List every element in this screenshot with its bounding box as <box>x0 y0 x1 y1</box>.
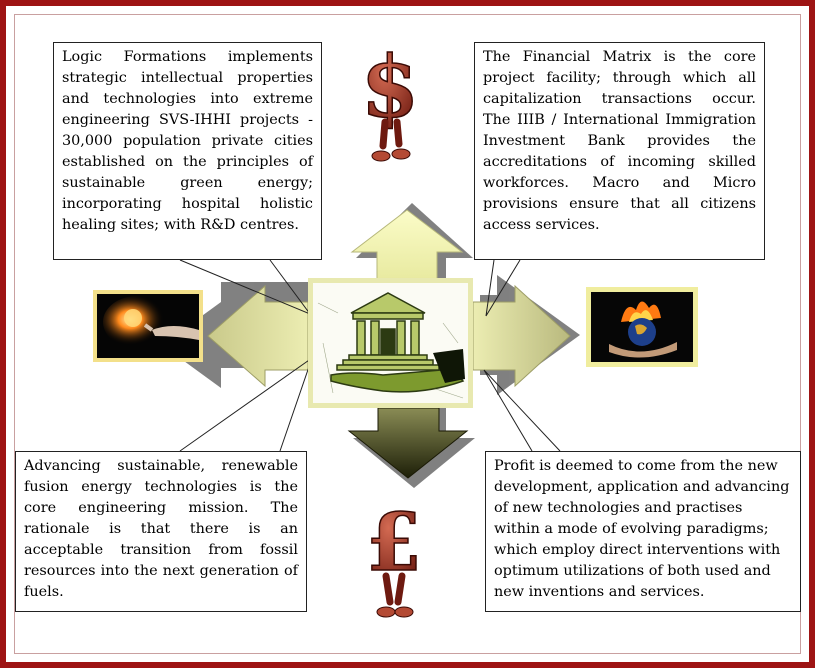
svg-text:$: $ <box>361 38 419 136</box>
pound-figure-icon: £ <box>365 494 423 618</box>
lightbulb-hand-icon <box>93 290 203 362</box>
arrow-down <box>347 407 469 479</box>
bank-hand-icon <box>308 278 473 408</box>
burning-globe-icon <box>586 287 698 367</box>
callout-top-left: Logic Formations implements strategic in… <box>53 42 322 260</box>
svg-text:£: £ <box>366 495 422 589</box>
callout-bottom-left: Advancing sustainable, renewable fusion … <box>15 451 307 612</box>
arrow-right <box>472 284 571 388</box>
callout-top-right: The Financial Matrix is the core project… <box>474 42 765 260</box>
frame-inner-line <box>14 14 801 654</box>
dollar-figure-icon: $ <box>360 38 420 162</box>
arrow-left <box>207 284 309 388</box>
callout-bottom-right: Profit is deemed to come from the new de… <box>485 451 801 612</box>
